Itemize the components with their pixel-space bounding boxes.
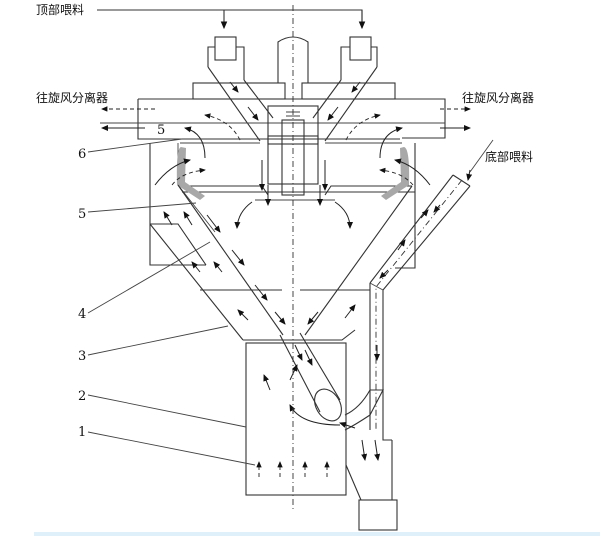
cone xyxy=(149,184,413,341)
top-feed-label: 顶部喂料 xyxy=(36,2,84,17)
callout-1: 1 xyxy=(78,425,86,440)
bottom-strip xyxy=(34,532,600,536)
callout-3: 3 xyxy=(78,349,86,364)
lower-chamber xyxy=(243,329,398,531)
callout-6: 6 xyxy=(78,147,86,162)
inner-flow-arrows xyxy=(154,158,431,229)
to-cyclone-right-label: 往旋风分离器 xyxy=(462,90,534,105)
right-feeder xyxy=(312,36,378,142)
left-feeder xyxy=(207,36,274,142)
to-cyclone-left-label: 往旋风分离器 xyxy=(36,90,108,105)
right-liner xyxy=(381,147,410,200)
bottom-feed-pipe xyxy=(369,139,494,441)
inclined-tube xyxy=(263,332,384,461)
callout-5: 5 xyxy=(78,207,86,222)
top-feed-pipe xyxy=(97,9,366,30)
cone-arrows xyxy=(163,211,356,325)
bottom-up-arrows xyxy=(256,461,330,477)
inner-mark-5: 5 xyxy=(157,123,165,138)
outlet-duct xyxy=(100,98,446,144)
bottom-feed-label: 底部喂料 xyxy=(485,149,533,164)
collector-box xyxy=(358,499,398,531)
callout-2: 2 xyxy=(78,389,86,404)
outlet-arrows xyxy=(101,106,471,159)
callout-leaders xyxy=(87,138,256,466)
callout-4: 4 xyxy=(78,307,86,322)
